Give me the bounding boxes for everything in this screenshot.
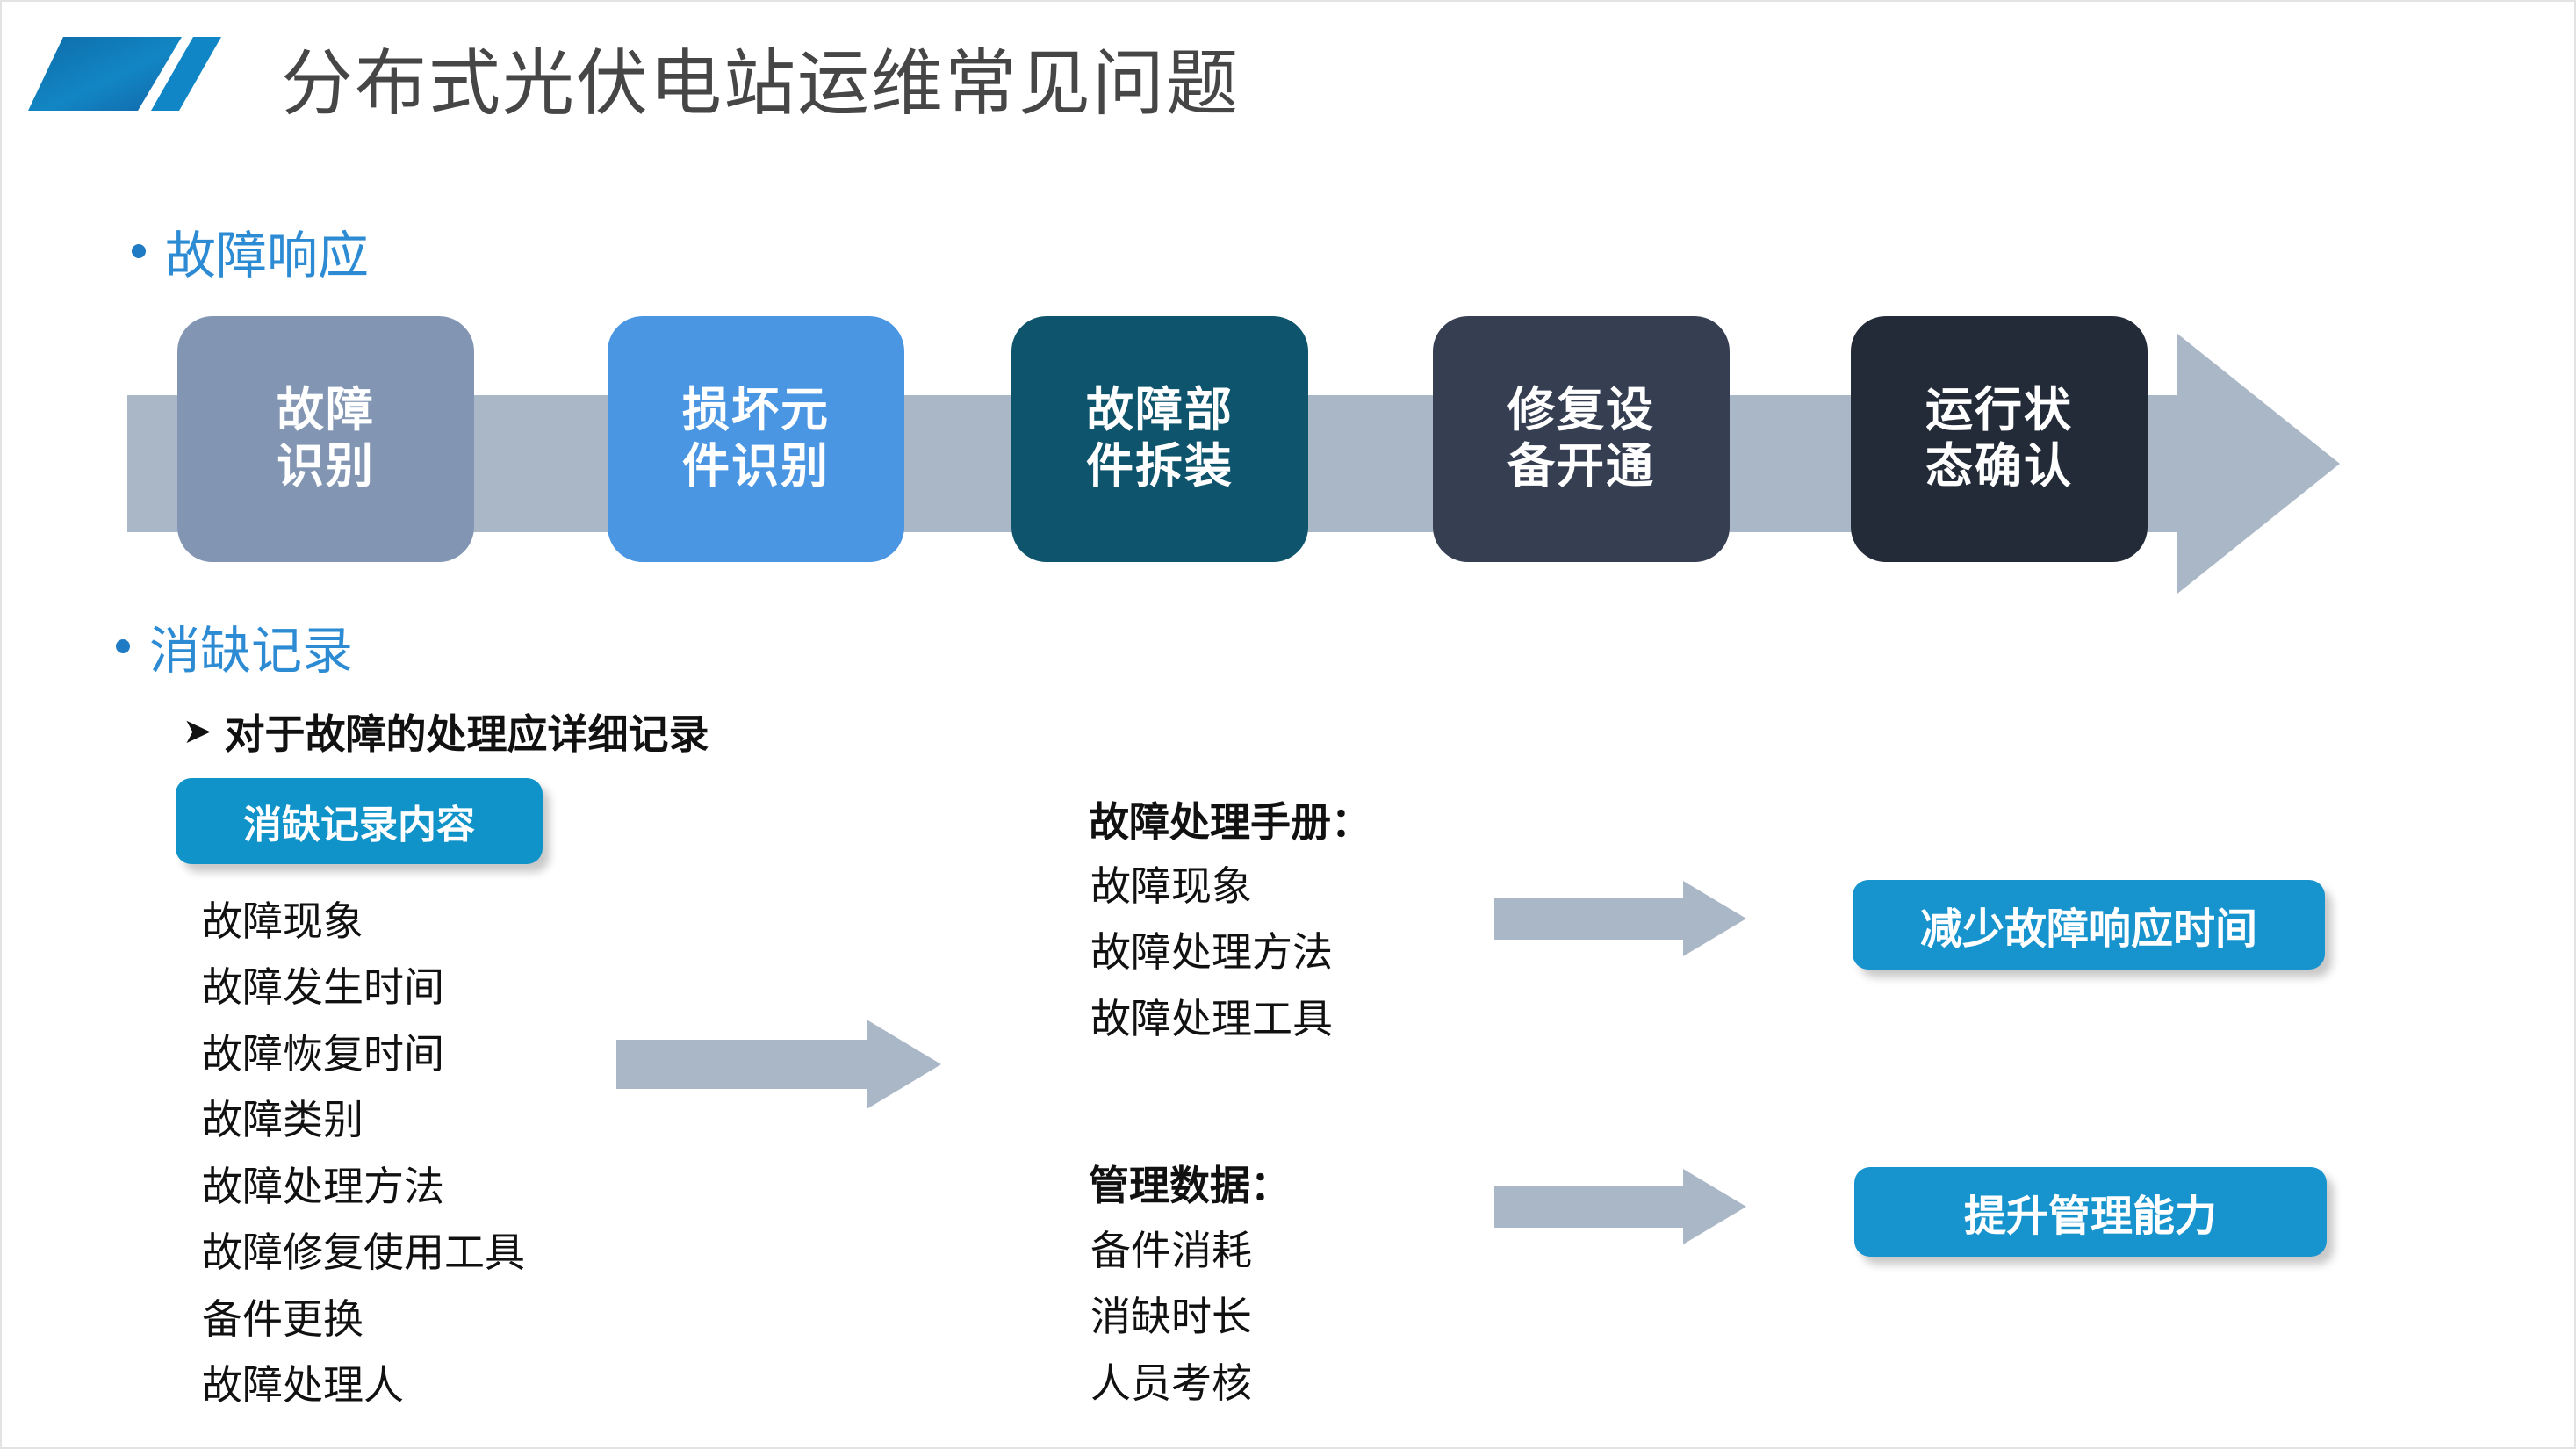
bullet-dot-icon	[132, 244, 146, 258]
chevron-right-bullet-icon: ➤	[183, 712, 212, 751]
page-title: 分布式光伏电站运维常见问题	[281, 44, 1241, 124]
list-item: 故障恢复时间	[202, 1030, 444, 1077]
process-step-1[interactable]: 故障 识别	[177, 316, 474, 562]
list-item: 消缺时长	[1090, 1294, 1252, 1340]
process-step-line2: 识别	[277, 440, 375, 493]
bullet-dot-icon	[116, 639, 130, 653]
process-step-line1: 运行状	[1925, 384, 2073, 437]
list-item: 故障处理方法	[202, 1163, 444, 1209]
process-step-2[interactable]: 损坏元 件识别	[608, 316, 904, 562]
list-item: 故障处理方法	[1090, 929, 1333, 976]
list-item: 故障发生时间	[202, 964, 444, 1011]
process-step-3[interactable]: 故障部 件拆装	[1011, 316, 1308, 562]
process-step-line2: 件识别	[682, 440, 830, 493]
list-item: 故障类别	[202, 1097, 363, 1143]
process-step-line2: 态确认	[1925, 440, 2073, 493]
right-arrow-band-icon	[2177, 334, 2340, 594]
list-item: 人员考核	[1090, 1359, 1252, 1406]
manual-group-heading: 故障处理手册：	[1089, 799, 1371, 845]
list-item: 故障处理人	[202, 1362, 404, 1409]
list-item: 备件更换	[202, 1295, 363, 1342]
list-item: 备件消耗	[1090, 1228, 1252, 1273]
list-item: 故障现象	[202, 898, 363, 944]
process-step-line1: 故障部	[1086, 384, 1234, 437]
result-badge-management[interactable]: 提升管理能力	[1854, 1167, 2327, 1257]
process-step-line2: 备开通	[1507, 440, 1655, 493]
section-heading-fault-response: 故障响应	[132, 214, 369, 288]
process-step-line1: 故障	[277, 384, 375, 437]
section-heading-label: 消缺记录	[149, 623, 354, 680]
process-step-5[interactable]: 运行状 态确认	[1851, 316, 2148, 562]
process-step-line1: 损坏元	[682, 384, 830, 437]
section-heading-defect-record: 消缺记录	[116, 609, 353, 683]
list-item: 故障现象	[1090, 863, 1252, 909]
record-content-badge[interactable]: 消缺记录内容	[176, 778, 543, 864]
parallelogram-stripes-logo	[28, 37, 221, 111]
process-step-line1: 修复设	[1507, 384, 1655, 437]
result-badge-response-time[interactable]: 减少故障响应时间	[1853, 880, 2325, 970]
record-items-list: 故障现象 故障发生时间 故障恢复时间 故障类别 故障处理方法 故障修复使用工具 …	[202, 889, 525, 1419]
process-step-4[interactable]: 修复设 备开通	[1433, 316, 1730, 562]
management-group-heading: 管理数据：	[1089, 1163, 1291, 1208]
management-group-list: 备件消耗 消缺时长 人员考核	[1090, 1218, 1252, 1417]
sub-heading-detail-record: ➤ 对于故障的处理应详细记录	[183, 703, 709, 761]
process-step-line2: 件拆装	[1086, 440, 1234, 493]
list-item: 故障修复使用工具	[202, 1229, 525, 1276]
sub-heading-label: 对于故障的处理应详细记录	[224, 711, 709, 757]
list-item: 故障处理工具	[1090, 995, 1333, 1042]
manual-group-list: 故障现象 故障处理方法 故障处理工具	[1090, 854, 1333, 1052]
section-heading-label: 故障响应	[165, 227, 370, 285]
